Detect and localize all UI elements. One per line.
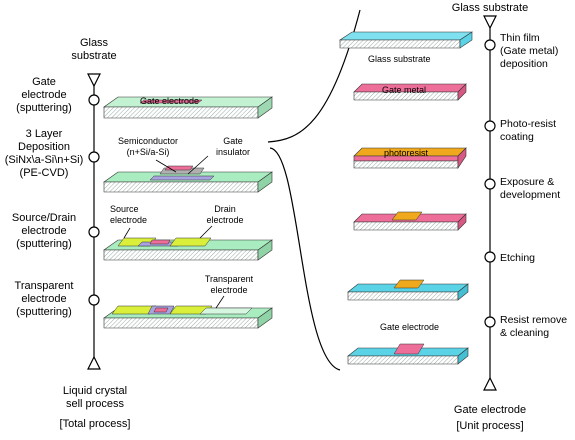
unit-step-3: Exposure & development: [500, 176, 560, 202]
total-start-line: substrate: [71, 50, 117, 62]
unit-gate-electrode-label: Gate electrode: [380, 322, 440, 332]
step-text: electrode: [21, 225, 67, 237]
unit-caption: [Unit process]: [456, 420, 524, 432]
gate-insulator-line: Gate: [223, 136, 243, 146]
semiconductor-line: (n+Si/a-Si): [126, 147, 170, 157]
photoresist-label: photoresist: [384, 148, 429, 158]
step-text: Source/Drain: [11, 212, 77, 224]
step-node: [484, 39, 496, 51]
step-text: Thin film: [500, 32, 540, 44]
drain-electrode-line: Drain: [214, 204, 236, 214]
semiconductor-line: Semiconductor: [117, 136, 179, 146]
step-node: [484, 316, 496, 328]
step-text: (sputtering): [16, 102, 72, 114]
drain-electrode-label: Drain electrode: [200, 204, 250, 226]
step-node: [484, 251, 496, 263]
step-text: Etching: [500, 252, 536, 264]
step-text: Photo-resist: [500, 118, 557, 130]
step-text: coating: [500, 131, 534, 143]
step-text: Deposition: [18, 141, 70, 153]
transparent-electrode-line: Transparent: [204, 274, 254, 284]
step-node: [88, 294, 100, 306]
step-node: [88, 151, 100, 163]
stage-source-drain: [103, 237, 273, 261]
unit-step-2: Photo-resist coating: [500, 118, 556, 144]
gate-electrode-label: Gate electrode: [140, 96, 200, 106]
step-text: deposition: [500, 58, 548, 70]
bracket-top-curve: [267, 9, 361, 143]
source-electrode-line: Source: [110, 204, 139, 214]
step-text: (SiNx\a-Si\n+Si): [4, 154, 84, 166]
unit-end-label: Gate electrode: [453, 404, 527, 416]
unit-stage-etching: [347, 279, 469, 301]
step-text: 3 Layer: [25, 128, 63, 140]
glass-substrate-label: Glass substrate: [368, 54, 431, 64]
transparent-electrode-line: electrode: [210, 285, 248, 295]
step-node: [88, 226, 100, 238]
source-electrode-line: electrode: [110, 215, 148, 225]
unit-stage-glass: [339, 31, 473, 49]
unit-step-1: Thin film (Gate metal) deposition: [500, 32, 558, 71]
step-node: [88, 94, 100, 106]
end-triangle-icon: [483, 376, 497, 391]
step-text: (Gate metal): [500, 45, 559, 57]
total-step-3: Source/Drain electrode (sputtering): [2, 212, 86, 251]
stage-three-layer: [103, 165, 273, 193]
step-text: (sputtering): [16, 238, 72, 250]
transparent-electrode-label: Transparent electrode: [194, 274, 264, 296]
total-end-line: sell process: [65, 398, 125, 410]
unit-stage-photoresist: [353, 147, 467, 169]
unit-stage-gate-electrode: [347, 343, 469, 365]
step-text: electrode: [21, 293, 67, 305]
total-start-label: Glass substrate: [68, 37, 120, 63]
gate-insulator-label: Gate insulator: [208, 136, 258, 158]
step-text: (sputtering): [16, 306, 72, 318]
total-process-flow: [87, 73, 101, 370]
step-text: electrode: [21, 89, 67, 101]
step-text: (PE-CVD): [19, 167, 69, 179]
step-text: & cleaning: [500, 327, 550, 339]
step-text: Transparent: [14, 280, 74, 292]
unit-start-label: Glass substrate: [451, 2, 529, 14]
step-text: Gate: [32, 76, 56, 88]
step-text: development: [500, 189, 561, 201]
unit-step-5: Resist remove & cleaning: [500, 314, 567, 340]
source-electrode-label: Source electrode: [110, 204, 147, 226]
total-caption: [Total process]: [59, 418, 131, 430]
start-triangle-icon: [483, 15, 497, 30]
bracket-bottom-curve: [269, 147, 341, 371]
total-start-line: Glass: [79, 37, 109, 49]
total-end-label: Liquid crystal sell process: [50, 385, 140, 411]
total-step-4: Transparent electrode (sputtering): [4, 280, 84, 319]
step-node: [484, 178, 496, 190]
unit-stage-gate-metal: [353, 83, 467, 101]
drain-electrode-line: electrode: [206, 215, 244, 225]
gate-insulator-line: insulator: [215, 147, 251, 157]
step-node: [484, 120, 496, 132]
gate-metal-label: Gate metal: [382, 85, 427, 95]
unit-process-flow: [483, 15, 497, 391]
stage-gate-electrode: [103, 96, 273, 119]
total-step-1: Gate electrode (sputtering): [4, 76, 84, 115]
total-end-line: Liquid crystal: [62, 385, 128, 397]
semiconductor-label: Semiconductor (n+Si/a-Si): [108, 136, 188, 158]
start-triangle-icon: [87, 73, 101, 88]
step-text: Resist remove: [500, 314, 568, 326]
step-text: Exposure &: [500, 176, 555, 188]
unit-stage-exposure: [353, 211, 467, 231]
unit-step-4: Etching: [500, 252, 535, 265]
end-triangle-icon: [87, 355, 101, 370]
total-step-2: 3 Layer Deposition (SiNx\a-Si\n+Si) (PE-…: [0, 128, 88, 180]
stage-transparent-electrode: [103, 305, 273, 329]
